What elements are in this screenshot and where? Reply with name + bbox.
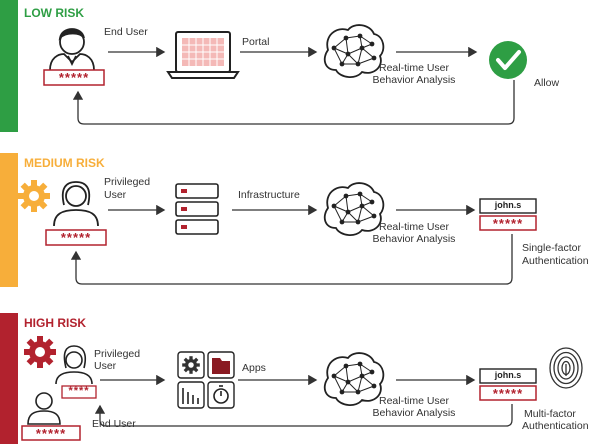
allow-check-icon: [489, 41, 527, 79]
single-factor-label-2: Authentication: [522, 255, 589, 267]
portal-laptop-icon: [166, 31, 240, 79]
infrastructure-label: Infrastructure: [238, 189, 300, 201]
high-end-user-label: End User: [92, 418, 136, 430]
low-risk-panel: LOW RISK: [0, 0, 600, 132]
multi-factor-label-2: Authentication: [522, 420, 589, 432]
high-credential-card: [479, 368, 537, 401]
high-username-text: john.s: [494, 370, 522, 380]
infrastructure-server-icon: [175, 183, 219, 235]
medium-user-label-1: Privileged: [104, 176, 151, 188]
high-user-label-2: User: [94, 360, 117, 372]
low-analysis-label-1: Real-time User: [378, 62, 449, 74]
medium-password-box: [45, 229, 107, 246]
medium-analysis-label-1: Real-time User: [378, 221, 449, 233]
fingerprint-icon: [549, 347, 583, 389]
low-risk-bar: [0, 0, 18, 132]
high-password-box: [21, 425, 81, 441]
medium-user-label-2: User: [104, 189, 127, 201]
high-risk-title: HIGH RISK: [24, 316, 87, 330]
app-folder-icon: [212, 358, 230, 374]
low-user-label: End User: [104, 26, 148, 38]
medium-credential-password: *****: [492, 216, 524, 231]
high-end-user-icon: [27, 392, 61, 425]
high-privileged-user-icon: [55, 345, 93, 385]
high-credential-password: *****: [492, 386, 524, 401]
high-small-password-text: ****: [68, 385, 90, 397]
arrow-med-return: [70, 234, 513, 285]
high-user-label-1: Privileged: [94, 348, 141, 360]
high-password-text: *****: [35, 426, 67, 441]
arrow-low-return: [72, 80, 515, 125]
high-analysis-label-2: Behavior Analysis: [372, 407, 456, 419]
low-password-box: [43, 69, 105, 86]
medium-risk-bar: [0, 153, 18, 287]
medium-analysis-label-2: Behavior Analysis: [372, 233, 456, 245]
single-factor-label-1: Single-factor: [522, 242, 581, 254]
apps-label: Apps: [242, 362, 266, 374]
low-analysis-label-2: Behavior Analysis: [372, 74, 456, 86]
high-risk-bar: [0, 313, 18, 444]
app-chart-icon: [182, 388, 199, 404]
medium-risk-title: MEDIUM RISK: [24, 156, 105, 170]
multi-factor-label-1: Multi-factor: [524, 408, 576, 420]
medium-password-text: *****: [60, 230, 92, 245]
high-small-password-box: [61, 385, 97, 399]
arrow-high-return: [94, 404, 513, 427]
high-risk-panel: HIGH RISK: [0, 313, 600, 444]
low-risk-title: LOW RISK: [24, 6, 84, 20]
medium-credential-card: [479, 198, 537, 231]
low-user-icon: [49, 28, 95, 71]
low-password-text: *****: [58, 70, 90, 85]
high-analysis-label-1: Real-time User: [378, 395, 449, 407]
medium-risk-panel: MEDIUM RISK: [0, 153, 600, 287]
app-timer-icon: [213, 385, 229, 404]
allow-label: Allow: [534, 77, 560, 89]
portal-label: Portal: [242, 36, 270, 48]
medium-user-icon: [53, 181, 99, 227]
medium-username-text: john.s: [494, 200, 522, 210]
